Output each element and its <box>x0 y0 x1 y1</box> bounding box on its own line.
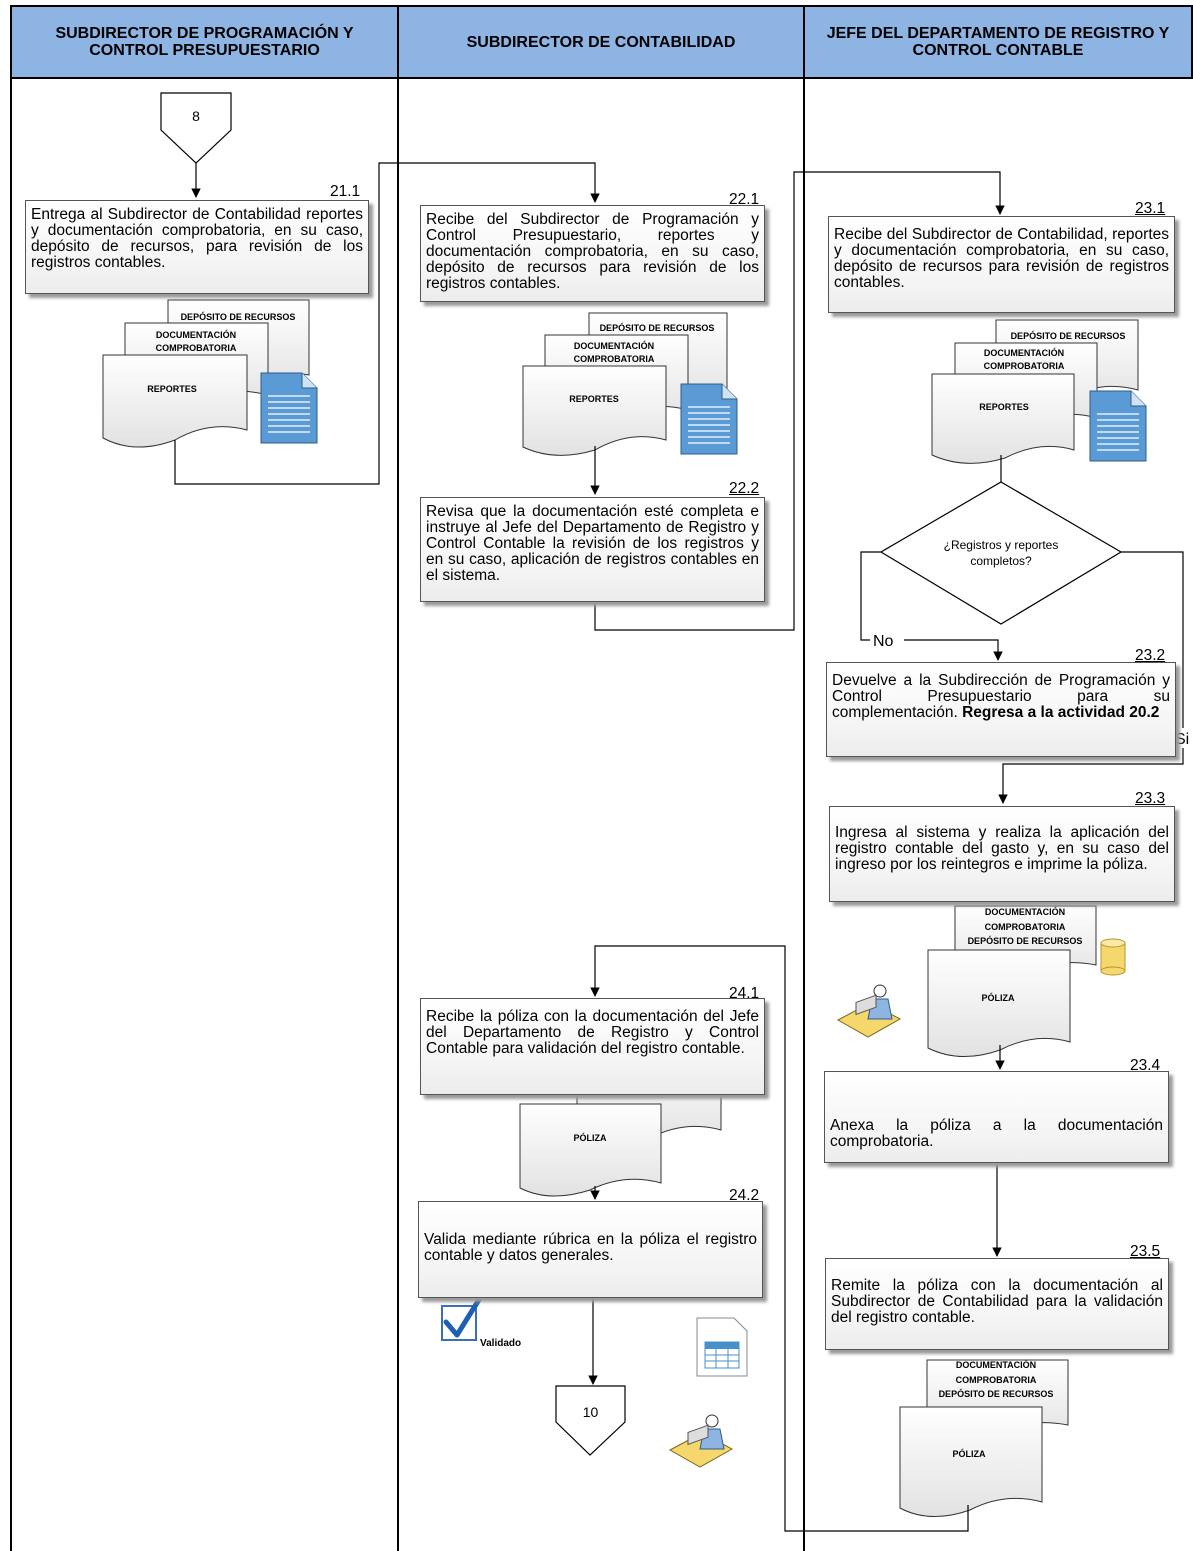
doc-label-reportes-1: REPORTES <box>147 384 197 394</box>
lane-title-3: JEFE DEL DEPARTAMENTO DE REGISTRO Y CONT… <box>826 25 1170 59</box>
poliza2-label: PÓLIZA <box>953 1448 986 1459</box>
step-box-24-1: Recibe la póliza con la documentación de… <box>420 998 765 1095</box>
step-text-23-5: Remite la póliza con la documentación al… <box>831 1277 1163 1326</box>
step-text-23-1: Recibe del Subdirector de Contabilidad, … <box>834 226 1169 291</box>
step-num-23-3: 23.3 <box>1135 790 1166 807</box>
step-text-24-1: Recibe la póliza con la documentación de… <box>426 1008 759 1057</box>
lane-3 <box>803 79 1193 1551</box>
poliza1-doc-1: DOCUMENTACIÓN <box>985 906 1065 917</box>
doc-group-lane2: DEPÓSITO DE RECURSOS DOCUMENTACIÓN COMPR… <box>522 312 728 456</box>
step-num-23-5: 23.5 <box>1130 1243 1161 1260</box>
step-box-23-4: Anexa la póliza a la documentación compr… <box>824 1071 1169 1163</box>
start-connector-shape <box>160 92 232 164</box>
step-box-22-1: Recibe del Subdirector de Programación y… <box>420 205 765 302</box>
decision-diamond <box>879 481 1123 625</box>
document-icon-2 <box>680 383 738 455</box>
doc-label-doc-1b: COMPROBATORIA <box>156 343 237 353</box>
poliza-group-2: DOCUMENTACIÓN COMPROBATORIA DEPÓSITO DE … <box>899 1359 1069 1518</box>
lane-header-3: JEFE DEL DEPARTAMENTO DE REGISTRO Y CONT… <box>803 5 1193 79</box>
doc-label-doc-1a: DOCUMENTACIÓN <box>156 329 236 340</box>
validado-check-icon <box>441 1295 483 1341</box>
doc-group-lane1: DEPÓSITO DE RECURSOS DOCUMENTACIÓN COMPR… <box>102 299 310 448</box>
step-box-21-1: Entrega al Subdirector de Contabilidad r… <box>25 200 369 294</box>
person-at-desk-icon-2 <box>668 1414 734 1468</box>
database-icon <box>1100 938 1126 976</box>
step-text-23-3: Ingresa al sistema y realiza la aplicaci… <box>835 824 1169 873</box>
decision-yes-label: Si <box>1175 731 1189 748</box>
step-num-24-2: 24.2 <box>729 1187 760 1204</box>
poliza3-label: PÓLIZA <box>574 1132 607 1143</box>
start-connector-label: 8 <box>192 108 200 124</box>
poliza1-deposito: DEPÓSITO DE RECURSOS <box>968 935 1083 946</box>
doc-label-deposito-1: DEPÓSITO DE RECURSOS <box>181 311 296 322</box>
spreadsheet-icon <box>696 1317 748 1377</box>
poliza-group-1: DOCUMENTACIÓN COMPROBATORIA DEPÓSITO DE … <box>927 905 1097 1058</box>
step-box-23-5: Remite la póliza con la documentación al… <box>825 1258 1169 1350</box>
doc-label-doc-3a: DOCUMENTACIÓN <box>984 347 1064 358</box>
step-text-24-2: Valida mediante rúbrica en la póliza el … <box>424 1231 757 1264</box>
step-text-21-1: Entrega al Subdirector de Contabilidad r… <box>31 206 363 271</box>
decision-text-1: ¿Registros y reportes <box>944 538 1059 552</box>
step-num-22-1: 22.1 <box>729 191 760 208</box>
step-box-23-1: Recibe del Subdirector de Contabilidad, … <box>828 216 1175 313</box>
decision-text-2: completos? <box>970 554 1032 568</box>
lane-header-1: SUBDIRECTOR DE PROGRAMACIÓN Y CONTROL PR… <box>10 5 399 79</box>
step-num-23-1: 23.1 <box>1135 200 1166 217</box>
step-num-24-1: 24.1 <box>729 985 760 1002</box>
doc-label-doc-3b: COMPROBATORIA <box>984 361 1065 371</box>
step-num-23-2: 23.2 <box>1135 647 1166 664</box>
document-icon-3 <box>1089 390 1147 462</box>
step-box-22-2: Revisa que la documentación esté complet… <box>420 497 765 602</box>
validado-label: Validado <box>480 1338 521 1349</box>
end-connector-label: 10 <box>582 1404 599 1420</box>
doc-label-doc-2b: COMPROBATORIA <box>574 354 655 364</box>
step-box-24-2: Valida mediante rúbrica en la póliza el … <box>418 1201 763 1298</box>
step-box-23-2: Devuelve a la Subdirección de Programaci… <box>826 662 1176 757</box>
poliza1-doc-2: COMPROBATORIA <box>985 922 1066 932</box>
doc-label-doc-2a: DOCUMENTACIÓN <box>574 340 654 351</box>
step-text-22-1: Recibe del Subdirector de Programación y… <box>426 211 759 292</box>
lane-title-1: SUBDIRECTOR DE PROGRAMACIÓN Y CONTROL PR… <box>55 25 354 59</box>
step-text-23-2: Devuelve a la Subdirección de Programaci… <box>832 672 1170 721</box>
poliza2-doc-2: COMPROBATORIA <box>956 1375 1037 1385</box>
step-box-23-3: Ingresa al sistema y realiza la aplicaci… <box>829 806 1175 902</box>
step-text-23-4: Anexa la póliza a la documentación compr… <box>830 1117 1163 1150</box>
doc-label-deposito-3: DEPÓSITO DE RECURSOS <box>1011 330 1126 341</box>
doc-label-reportes-3: REPORTES <box>979 402 1029 412</box>
document-icon-1 <box>260 372 318 444</box>
person-at-desk-icon-1 <box>836 984 902 1038</box>
doc-label-deposito-2: DEPÓSITO DE RECURSOS <box>600 322 715 333</box>
step-num-23-4: 23.4 <box>1130 1057 1161 1074</box>
poliza1-label: PÓLIZA <box>982 992 1015 1003</box>
doc-label-reportes-2: REPORTES <box>569 394 619 404</box>
poliza2-doc-1: DOCUMENTACIÓN <box>956 1359 1036 1370</box>
poliza2-deposito: DEPÓSITO DE RECURSOS <box>939 1388 1054 1399</box>
end-connector-shape <box>555 1385 626 1456</box>
doc-group-lane3: DEPÓSITO DE RECURSOS DOCUMENTACIÓN COMPR… <box>931 319 1139 464</box>
step-num-21-1: 21.1 <box>330 183 361 200</box>
step-text-23-2-bold: Regresa a la actividad 20.2 <box>962 704 1160 721</box>
step-text-22-2: Revisa que la documentación esté complet… <box>426 503 759 584</box>
lane-title-2: SUBDIRECTOR DE CONTABILIDAD <box>466 33 736 51</box>
decision-no-label: No <box>873 633 894 650</box>
step-num-22-2: 22.2 <box>729 480 760 497</box>
